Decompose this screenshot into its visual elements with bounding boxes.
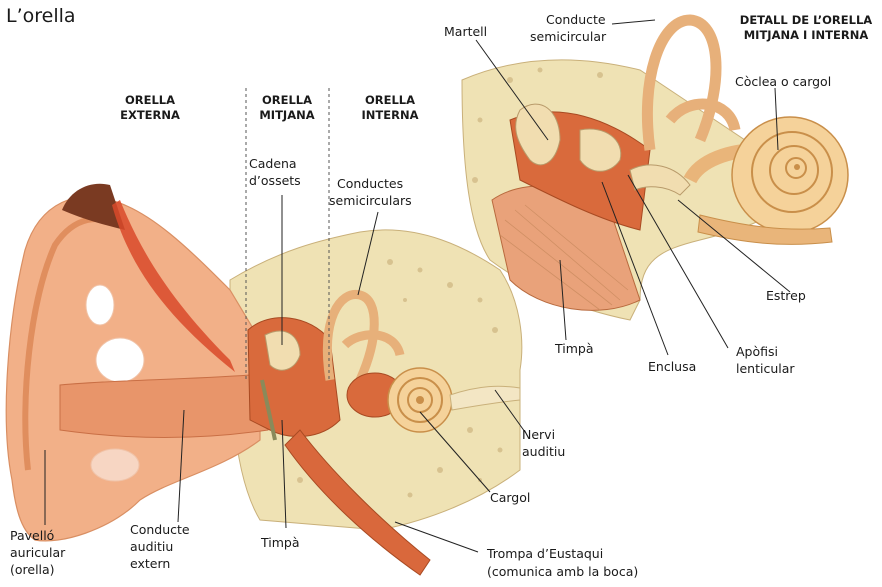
label-conducte-semi-1: Conducte (546, 12, 606, 27)
label-cadena-2: d’ossets (249, 173, 301, 188)
label-enclusa: Enclusa (648, 359, 696, 374)
label-pavello-2: auricular (10, 545, 66, 560)
label-cadena-1: Cadena (249, 156, 297, 171)
label-conducte-3: extern (130, 556, 170, 571)
header-external-line2: EXTERNA (120, 108, 180, 122)
label-conducte-2: auditiu (130, 539, 173, 554)
ear-canal (60, 375, 268, 438)
label-nervi-1: Nervi (522, 427, 555, 442)
cartilage-pocket (86, 285, 114, 325)
header-middle-line2: MITJANA (259, 108, 314, 122)
label-trompa-1: Trompa d’Eustaqui (486, 546, 603, 561)
cochlea-main (388, 368, 452, 432)
cartilage-pocket (91, 449, 139, 481)
label-conducte-1: Conducte (130, 522, 190, 537)
label-conducte-semi-2: semicircular (530, 29, 607, 44)
label-conductes-1: Conductes (337, 176, 403, 191)
label-cargol: Cargol (490, 490, 530, 505)
header-middle-line1: ORELLA (262, 93, 312, 107)
label-timpa-detail: Timpà (554, 341, 594, 356)
header-inner-line1: ORELLA (365, 93, 415, 107)
label-conductes-2: semicirculars (329, 193, 412, 208)
main-ear-illustration (6, 184, 522, 575)
label-timpa-main: Timpà (260, 535, 300, 550)
label-nervi-2: auditiu (522, 444, 565, 459)
label-pavello-3: (orella) (10, 562, 55, 577)
diagram-title: L’orella (6, 5, 76, 27)
label-estrep: Estrep (766, 288, 806, 303)
label-apofisi-2: lenticular (736, 361, 795, 376)
cartilage-pocket (96, 338, 144, 382)
label-martell: Martell (444, 24, 487, 39)
header-detail-line1: DETALL DE L’ORELLA (740, 13, 873, 27)
header-external-line1: ORELLA (125, 93, 175, 107)
label-pavello-1: Pavelló (10, 528, 54, 543)
label-trompa-2: (comunica amb la boca) (487, 564, 638, 579)
header-detail-line2: MITJANA I INTERNA (744, 28, 869, 42)
header-inner-line2: INTERNA (362, 108, 419, 122)
label-coclea: Còclea o cargol (735, 74, 831, 89)
detail-illustration (462, 20, 848, 320)
label-apofisi-1: Apòfisi (736, 344, 778, 359)
